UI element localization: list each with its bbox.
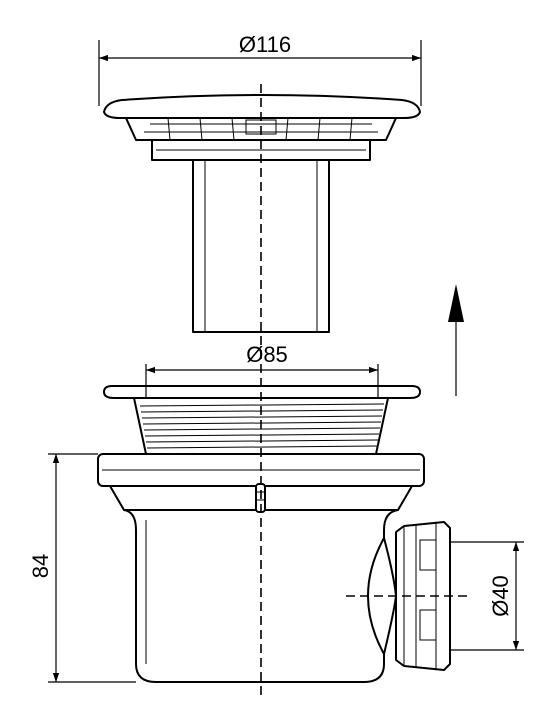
drain-body-assembly [97,385,451,683]
top-cover-assembly [103,94,421,333]
assembly-direction-arrow [448,284,464,396]
thread-lines [139,403,385,449]
dimension-outlet: Ø40 [450,541,524,651]
dimension-label-top-cover: Ø116 [239,32,291,57]
strainer-flange [103,385,421,399]
dimension-top-cover: Ø116 [98,32,422,106]
dimension-flange: Ø85 [145,342,379,398]
cover-cap [103,94,421,119]
dimension-label-flange: Ø85 [246,342,288,367]
dimension-label-body-height: 84 [28,554,53,578]
dimension-body-height: 84 [28,453,136,683]
dimension-label-outlet: Ø40 [488,575,513,617]
